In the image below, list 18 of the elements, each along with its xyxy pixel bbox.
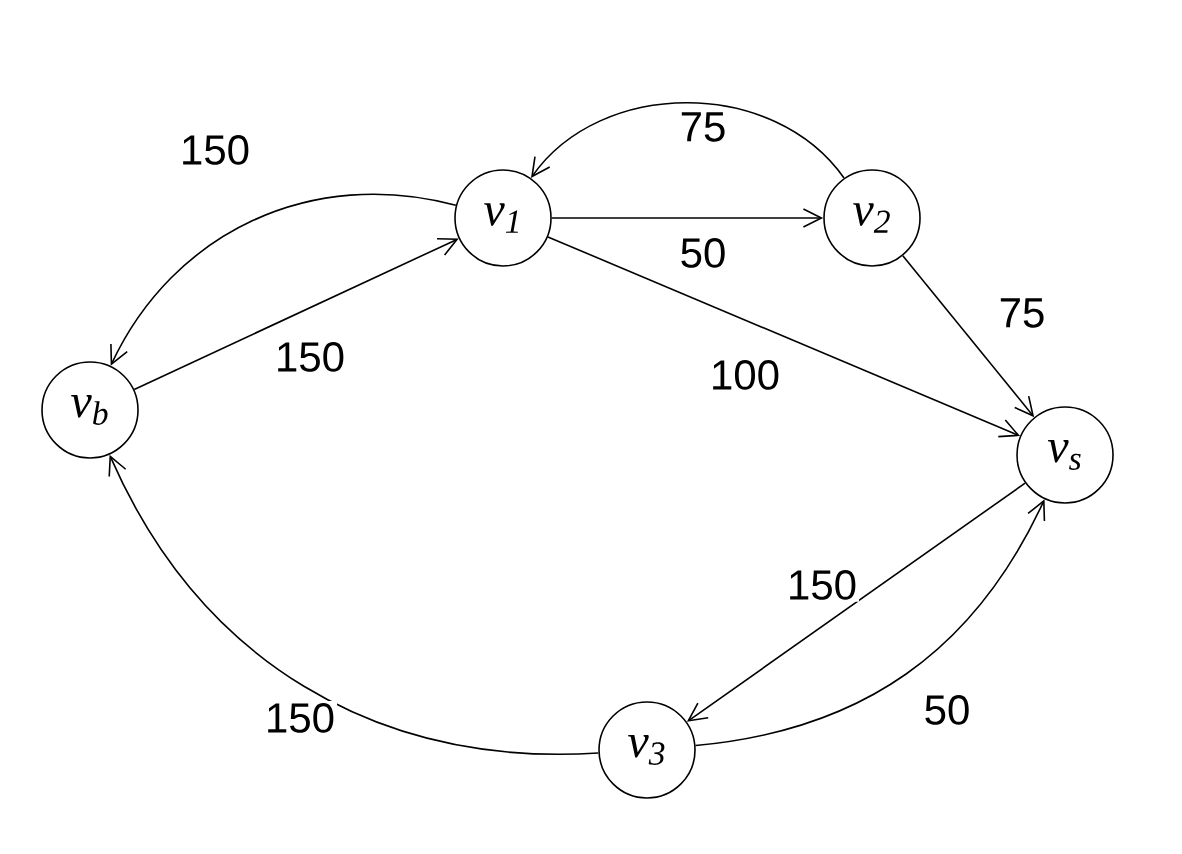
- arrow: [551, 208, 824, 228]
- arrow: [108, 454, 600, 755]
- edge-label: 150: [272, 340, 348, 374]
- edge-label: 50: [921, 693, 973, 727]
- arrow: [902, 255, 1035, 418]
- arrow: [133, 237, 459, 391]
- arrow: [547, 236, 1021, 438]
- arrow: [531, 101, 845, 179]
- edge-label: 150: [177, 133, 253, 167]
- edge-label: 150: [784, 568, 860, 602]
- edge-label: 50: [677, 236, 729, 270]
- edge-label: 100: [707, 358, 783, 392]
- edge-label: 75: [996, 296, 1048, 330]
- edge-label: 75: [677, 110, 729, 144]
- arrow: [686, 482, 1026, 722]
- edge-label: 150: [262, 701, 338, 735]
- arrow: [694, 499, 1046, 747]
- arrow: [110, 193, 457, 366]
